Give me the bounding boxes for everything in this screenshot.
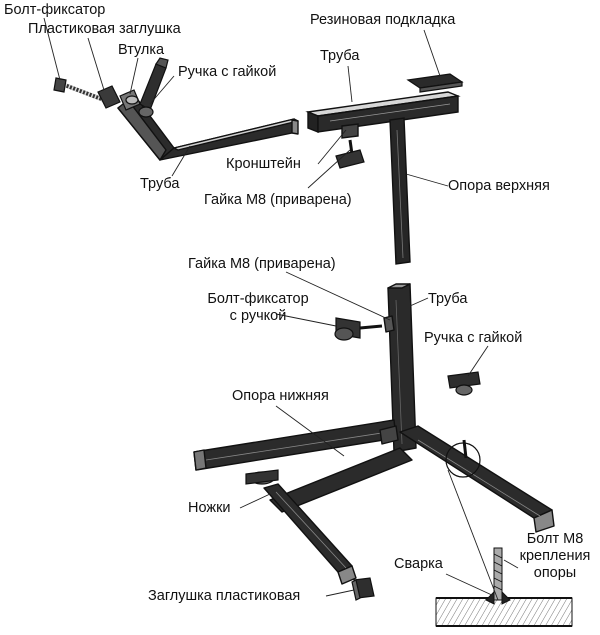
label-legs: Ножки [188,500,231,516]
leg-bolt-handle [245,469,279,485]
top-left-arm [117,95,299,161]
label-bolt-m8-line3: опоры [533,565,577,581]
label-plastic-plug-top: Пластиковая заглушка [28,21,181,37]
label-tube-mid: Труба [428,291,468,307]
label-tube-top-left: Труба [140,176,180,192]
label-bolt-lock-with-handle-line2: с ручкой [229,308,287,324]
support-bolt-m8 [445,439,481,478]
label-tube-top-right: Труба [320,48,360,64]
label-welding: Сварка [394,556,443,572]
plastic-plug-top [97,85,121,109]
leader-lines [43,17,519,601]
label-plastic-plug-bottom: Заглушка пластиковая [148,588,301,604]
label-nut-m8-welded-mid: Гайка М8 (приварена) [188,256,336,272]
label-upper-support: Опора верхняя [448,178,550,194]
sleeve [119,89,141,111]
label-bolt-m8-support: Болт М8 крепления опоры [514,531,596,582]
bolt-lock-top [53,77,105,102]
weld-detail [435,547,573,627]
handle-with-nut-mid [447,371,481,396]
bolt-lock-with-handle [334,317,383,341]
label-bolt-m8-line2: крепления [519,548,591,564]
label-bracket: Кронштейн [226,156,301,172]
label-handle-with-nut-top: Ручка с гайкой [178,64,277,80]
label-rubber-pad: Резиновая подкладка [310,12,456,28]
handle-with-nut-top [138,57,169,118]
upper-support [305,91,461,265]
label-lower-support: Опора нижняя [232,388,329,404]
lower-support [193,283,555,585]
rubber-pad [406,73,464,93]
label-bolt-lock: Болт-фиксатор [4,2,106,18]
label-handle-with-nut-mid: Ручка с гайкой [424,330,523,346]
label-bolt-m8-line1: Болт М8 [526,531,584,547]
label-bolt-lock-with-handle: Болт-фиксатор с ручкой [200,291,316,325]
plastic-plug-bottom [351,577,375,601]
label-sleeve: Втулка [118,42,165,58]
label-bolt-lock-with-handle-line1: Болт-фиксатор [207,291,309,307]
nut-m8-bracket [335,139,365,169]
label-nut-m8-welded-top: Гайка М8 (приварена) [204,192,352,208]
